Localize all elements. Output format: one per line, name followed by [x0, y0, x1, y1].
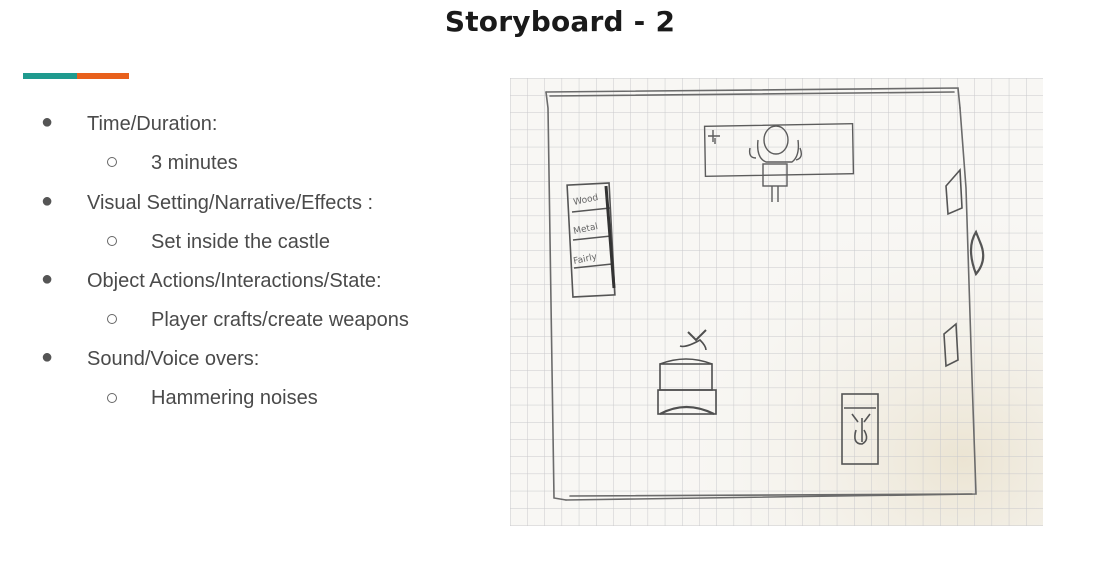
bullet-dot: ● [41, 268, 54, 290]
anvil-with-hammer [657, 329, 717, 415]
accent-bar-orange [77, 73, 129, 79]
sub-bullet-sound-value: Hammering noises [151, 387, 318, 409]
sub-bullet-ring [107, 314, 117, 324]
bullet-visual-setting: Visual Setting/Narrative/Effects : [87, 192, 374, 214]
sub-bullet-ring [107, 236, 117, 246]
bullet-dot: ● [41, 111, 54, 133]
bullet-dot: ● [41, 346, 54, 368]
sub-bullet-actions-value: Player crafts/create weapons [151, 309, 409, 331]
sub-bullet-ring [107, 157, 117, 167]
slide-title: Storyboard - 2 [444, 5, 676, 38]
right-wall-doors [943, 167, 985, 368]
room-outline [545, 87, 977, 501]
bullet-sound: Sound/Voice overs: [87, 348, 260, 370]
bullet-dot: ● [41, 190, 54, 212]
storyboard-sketch-image: Wood Metal Fairly [510, 78, 1043, 526]
forge-furnace [841, 393, 879, 465]
sub-bullet-setting-value: Set inside the castle [151, 231, 330, 253]
accent-bar-teal [23, 73, 77, 79]
sub-bullet-ring [107, 393, 117, 403]
workbench-with-player [703, 123, 855, 202]
grid-paper-drawing: Wood Metal Fairly [510, 78, 1043, 526]
bullet-object-actions: Object Actions/Interactions/State: [87, 270, 382, 292]
shelf-label-fairly: Fairly [573, 252, 599, 267]
bullet-time-duration: Time/Duration: [87, 113, 218, 135]
sub-bullet-duration-value: 3 minutes [151, 152, 238, 174]
